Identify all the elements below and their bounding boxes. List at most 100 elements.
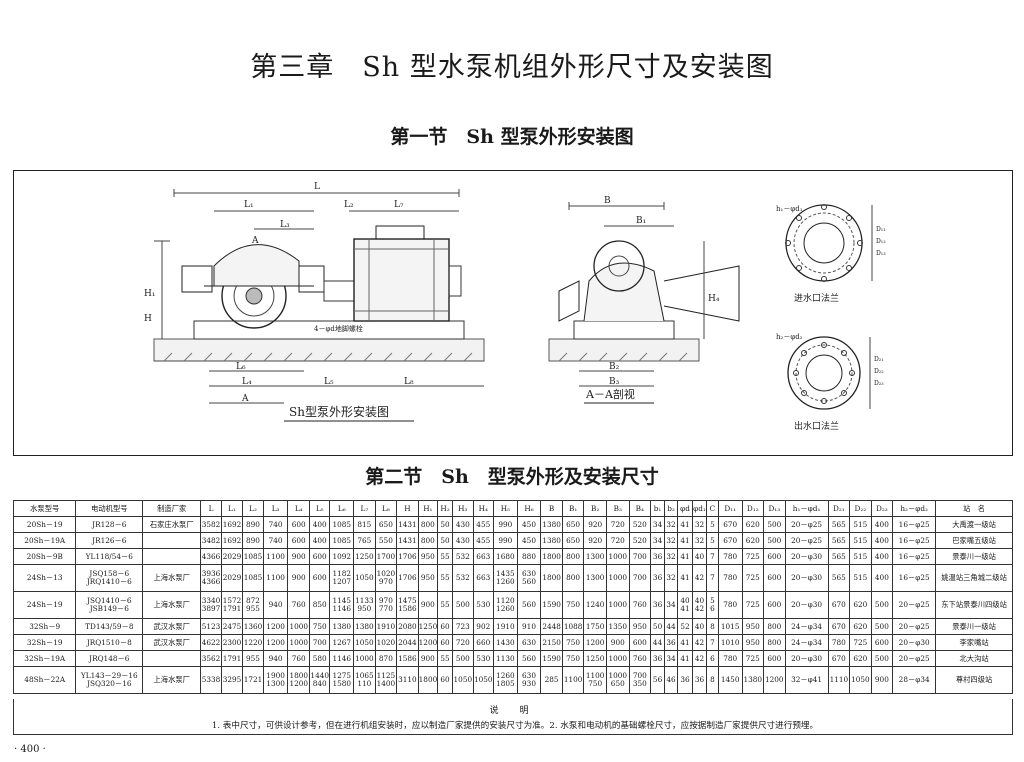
dimension-cell: 600 — [308, 548, 331, 565]
dimension-cell: 950 — [417, 564, 439, 592]
dimension-cell: 4366 — [200, 548, 222, 565]
dim-B2: B₂ — [609, 362, 620, 372]
dimension-cell: 1050 — [353, 564, 376, 592]
dimension-cell: 720 — [605, 516, 630, 533]
dimension-cell: 16－φ25 — [892, 516, 937, 533]
dimension-cell: 16－φ25 — [892, 548, 937, 565]
dimension-cell: 515 — [849, 564, 872, 592]
outlet-flange-view: h₂－φd₂ D₂₁ D₂₂ D₂₃ 出水口法兰 — [776, 333, 884, 432]
dimension-cell: 60 — [437, 634, 454, 651]
dimension-cell: 500 — [452, 650, 474, 667]
dimension-cell: 1590 — [540, 650, 563, 667]
dimension-cell: 50 — [437, 516, 454, 533]
dimension-cell: 620 — [849, 591, 872, 619]
flange-h2-label: h₂－φd₂ — [776, 333, 803, 341]
dimension-cell: 36 — [676, 666, 694, 694]
dimension-cell: 1800 — [417, 666, 439, 694]
dimension-cell: 550 — [374, 532, 398, 549]
dimension-cell: 2448 — [540, 618, 563, 635]
dimension-cell: 36 — [650, 591, 666, 619]
dimension-cell: 580 — [308, 650, 331, 667]
motor-model: JRQ1510－8 — [86, 637, 132, 647]
dimension-cell: 800 — [763, 618, 786, 635]
dimension-cell: 400 — [870, 516, 894, 533]
station-cell: 北大沟站 — [935, 650, 1013, 667]
dimension-cell: 1110 — [827, 666, 851, 694]
dimension-cell: 20－φ30 — [784, 564, 829, 592]
dimension-cell: 1092 — [329, 548, 355, 565]
dimension-cell: 34 — [664, 650, 678, 667]
motor-model: JSQ1410－6 — [87, 596, 132, 606]
dimension-cell: 450 — [516, 516, 542, 533]
dimension-cell: 500 — [870, 618, 894, 635]
dimension-cell: 880 — [516, 548, 542, 565]
dimension-cell: 900 — [287, 548, 310, 565]
column-header: H — [396, 500, 419, 517]
dimension-cell: 32 — [664, 564, 678, 592]
dimension-cell: 600 — [763, 564, 786, 592]
dimension-cell: 24－φ34 — [784, 618, 829, 635]
pump-model-cell: 48Sh－22A — [12, 666, 77, 694]
dimension-cell: 600 — [763, 548, 786, 565]
dim-L: L — [314, 182, 320, 192]
dimension-cell: 1200 — [262, 634, 289, 651]
dimension-cell: 5338 — [200, 666, 222, 694]
dimension-cell: 1300 — [583, 564, 607, 592]
column-header: H₆ — [516, 500, 542, 517]
motor-model-cell: JRQ1510－8 — [75, 634, 144, 651]
dimension-cell: 740 — [262, 532, 289, 549]
dimension-cell: 600 — [763, 650, 786, 667]
dimension-cell: 2475 — [220, 618, 244, 635]
dimension-cell: 500 — [870, 591, 894, 619]
dimension-cell: 940 — [262, 591, 289, 619]
dimension-cell: 16－φ25 — [892, 532, 937, 549]
motor-model: JR126－6 — [92, 535, 127, 545]
dimension-cell: 500 — [763, 532, 786, 549]
dimension-cell: 42 — [692, 564, 708, 592]
dimension-cell: 2029 — [220, 548, 244, 565]
column-header: L₃ — [262, 500, 289, 517]
dimension-cell: 5 — [706, 532, 719, 549]
dimension-cell: 530 — [472, 591, 495, 619]
dimension-cell: 725 — [741, 564, 765, 592]
dimension-cell: 34 — [650, 516, 666, 533]
column-header: L₆ — [329, 500, 355, 517]
dimension-cell: 46 — [664, 666, 678, 694]
column-header: 电动机型号 — [75, 500, 144, 517]
dimension-cell: 620 — [741, 516, 765, 533]
dimension-cell: 890 — [242, 516, 264, 533]
pump-model-cell: 24Sh－19 — [12, 591, 77, 619]
dimension-cell: 5123 — [200, 618, 222, 635]
dimension-cell: 890 — [242, 532, 264, 549]
dimension-cell: 1200 — [763, 666, 786, 694]
motor-model: YL143－29－16 — [80, 671, 138, 681]
dimension-cell: 1240 — [583, 591, 607, 619]
dimension-cell: 41 — [676, 532, 694, 549]
column-header: B₄ — [628, 500, 652, 517]
dimension-cell: 765 — [353, 532, 376, 549]
dimension-cell: 44 — [664, 618, 678, 635]
dimension-cell: 1800 — [540, 564, 563, 592]
dim-D12: D₁₂ — [876, 238, 886, 245]
dimension-cell: 950 — [741, 618, 765, 635]
dimension-cell: 1380 — [353, 618, 376, 635]
dimension-cell: 920 — [583, 516, 607, 533]
dimension-cell: 565 — [827, 532, 851, 549]
dimension-cell: 663 — [472, 548, 495, 565]
motor-model-cell: TD143/59－8 — [75, 618, 144, 635]
dimension-cell: 5 — [706, 516, 719, 533]
column-header: h₁－φd₁ — [784, 500, 829, 517]
dimension-cell: 700 — [628, 548, 652, 565]
dimension-cell: 1910 — [493, 618, 518, 635]
dimension-cell: 955 — [242, 650, 264, 667]
